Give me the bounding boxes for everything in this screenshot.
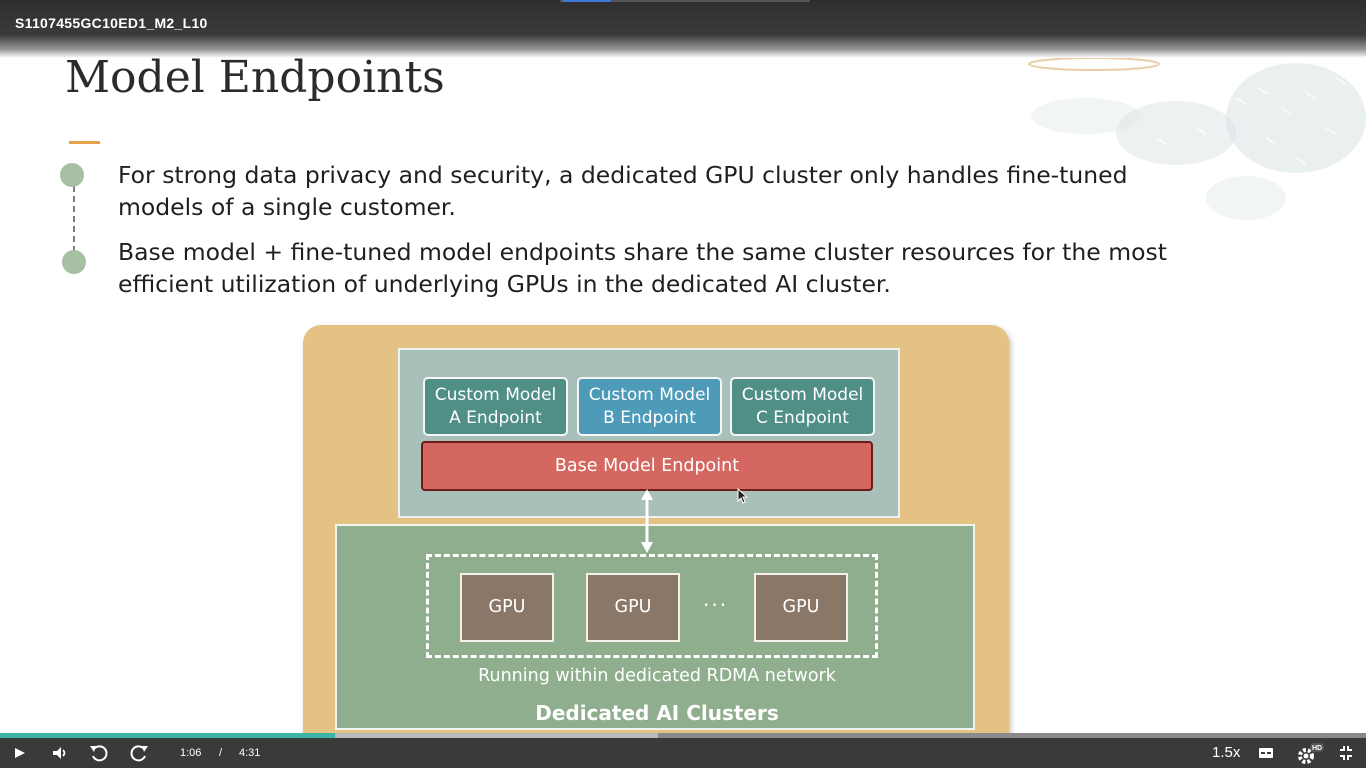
hd-badge: HD [1312,745,1322,752]
duration: 4:31 [239,747,261,759]
volume-button[interactable] [50,743,70,763]
seek-bar[interactable] [0,733,1366,738]
rdma-network-label: Running within dedicated RDMA network [478,666,836,686]
bullet-text-2: Base model + fine-tuned model endpoints … [118,238,1167,298]
playback-speed-button[interactable]: 1.5x [1212,744,1241,761]
cluster-label: Dedicated AI Clusters [535,701,779,725]
endpoint-c-line1: Custom Model [741,385,864,405]
decorative-pattern [1028,58,1366,220]
custom-model-a-endpoint: Custom Model A Endpoint [423,377,568,436]
architecture-diagram: Custom Model A Endpoint Custom Model B E… [303,325,1009,753]
bullet-text-1: For strong data privacy and security, a … [118,161,1128,221]
endpoint-a-line1: Custom Model [434,385,557,405]
slide-title: Model Endpoints [65,52,445,103]
exit-fullscreen-button[interactable] [1338,743,1354,763]
captions-icon [1259,748,1273,758]
play-icon [15,748,25,758]
endpoint-c-line2: C Endpoint [756,408,849,428]
custom-model-c-endpoint: Custom Model C Endpoint [730,377,875,436]
gpu-box: GPU [754,573,848,642]
rdma-network-boundary: GPU GPU ... GPU [426,554,878,658]
endpoint-b-line1: Custom Model [588,385,711,405]
base-model-endpoint: Base Model Endpoint [421,441,873,491]
rewind-button[interactable] [88,743,110,763]
gpu-ellipsis: ... [703,587,729,611]
endpoint-b-line2: B Endpoint [603,408,696,428]
play-button[interactable] [12,743,28,763]
captions-button[interactable] [1258,743,1274,763]
chapter-markers [560,0,810,2]
title-accent-line [69,141,100,144]
settings-icon: HD [1298,743,1324,764]
bullet-dot-2 [62,250,86,274]
gpu-box: GPU [460,573,554,642]
current-time: 1:06 [180,747,202,759]
volume-icon [53,747,66,759]
endpoints-container: Custom Model A Endpoint Custom Model B E… [398,348,900,518]
forward-icon [130,745,148,762]
video-title-bar: S1107455GC10ED1_M2_L10 [0,0,1366,58]
forward-button[interactable] [128,743,150,763]
bidirectional-arrow-icon [641,489,653,553]
active-chapter-marker[interactable] [563,0,611,2]
rewind-icon [90,745,108,762]
video-title: S1107455GC10ED1_M2_L10 [15,15,208,31]
custom-model-b-endpoint: Custom Model B Endpoint [577,377,722,436]
time-separator: / [219,747,223,759]
endpoint-a-line2: A Endpoint [449,408,542,428]
dedicated-ai-clusters-box: GPU GPU ... GPU Running within dedicated… [335,524,975,730]
played-progress [0,733,335,738]
exit-fullscreen-icon [1340,746,1352,760]
player-controls: 1:06 / 4:31 1.5x HD [0,738,1366,768]
bullet-connector [73,186,75,252]
bullet-dot-1 [60,163,84,187]
mouse-cursor-icon [737,488,749,504]
settings-button[interactable]: HD [1296,743,1324,764]
gpu-box: GPU [586,573,680,642]
